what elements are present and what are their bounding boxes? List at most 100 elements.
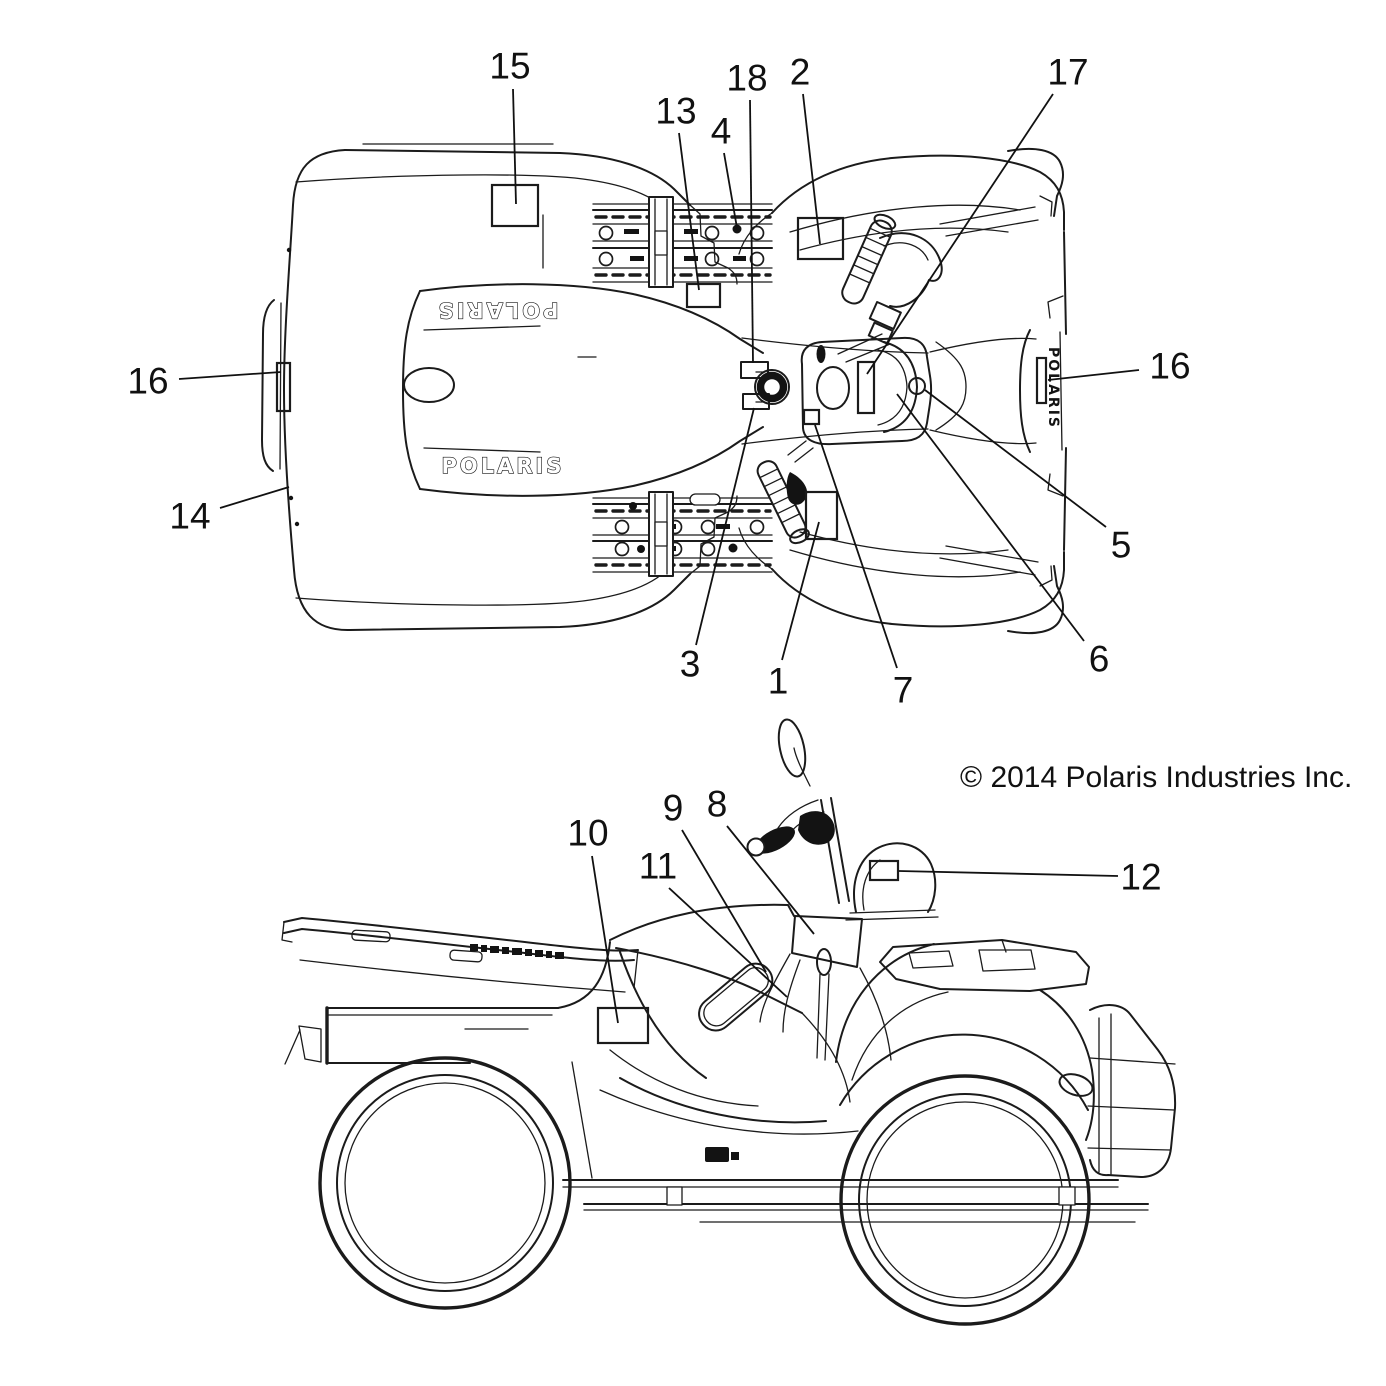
front-wheel-rim (858, 1093, 1072, 1307)
brake-housing (798, 811, 835, 845)
callout-16-leader (1047, 369, 1140, 381)
callout-9-label: 9 (663, 788, 684, 829)
front-wheel-rim-inner (866, 1101, 1064, 1299)
seat-line (423, 447, 541, 453)
front-bumper-polaris-logo: POLARIS (1045, 347, 1061, 429)
brush-guard (1089, 1004, 1177, 1178)
seat-front-cap (402, 290, 421, 490)
callout-16-leader (178, 371, 282, 380)
brake-lever (879, 232, 943, 308)
callout-1-label: 1 (768, 661, 789, 702)
callout-2-leader (802, 93, 821, 245)
fuel-cap (403, 367, 455, 403)
front-fender-arch (839, 1033, 1089, 1111)
atv-side-view (281, 718, 1177, 1326)
footwell-step-top (689, 204, 738, 285)
rack-micro-decal-text (470, 944, 564, 959)
front-rack (879, 939, 1090, 992)
side-body (557, 903, 892, 1135)
callout-11-leader (668, 887, 788, 998)
rack-rail-bottom (592, 491, 773, 577)
decal-17-target (856, 360, 876, 415)
rear-body-outline (283, 149, 691, 632)
rack-rail-top (592, 196, 773, 288)
hitch-bracket (740, 361, 790, 410)
side-rear-rack (281, 917, 639, 993)
seat-line (423, 325, 541, 331)
mirror (777, 718, 807, 778)
callout-13-label: 13 (655, 91, 696, 132)
decal-16-rear-target (275, 361, 292, 413)
atv-top-view: POLARIS POLARIS (261, 143, 1067, 635)
hitch-ring (756, 371, 788, 403)
front-wheel-tire (839, 1074, 1091, 1326)
glovebox-lid (883, 341, 918, 433)
callout-7-leader (814, 424, 898, 669)
side-steering (746, 718, 939, 921)
gauge-cluster (816, 366, 850, 410)
callout-3-leader (695, 407, 755, 646)
headlight (1058, 1073, 1094, 1097)
side-front-end (835, 939, 1177, 1178)
callout-14-leader (219, 486, 290, 509)
callout-4-label: 4 (711, 111, 732, 152)
callout-2-label: 2 (790, 52, 811, 93)
callout-8-leader (726, 825, 815, 935)
decal-4-target-dot (732, 224, 742, 234)
callout-12-label: 12 (1120, 857, 1161, 898)
callout-18-label: 18 (726, 58, 767, 99)
handlebar-lower (756, 440, 814, 545)
rear-wheel-tire (318, 1056, 572, 1310)
rear-rack-top-edge (344, 149, 561, 154)
seat-outline-top (419, 283, 764, 354)
decal-12-target (868, 859, 900, 882)
body-dot (294, 521, 300, 527)
callout-9-leader (681, 829, 767, 973)
windshield (853, 842, 937, 913)
rear-wheel-rim (336, 1074, 554, 1292)
side-rear-box (284, 1006, 593, 1179)
side-frame (562, 1147, 1149, 1223)
decal-7-target (802, 408, 821, 426)
callout-15-label: 15 (489, 46, 530, 87)
callout-16-label: 16 (1149, 346, 1190, 387)
shift-lever-knob (816, 948, 832, 976)
copyright-text: © 2014 Polaris Industries Inc. (960, 761, 1352, 794)
handlebar-end-knob (746, 837, 766, 857)
body-dot (286, 247, 292, 253)
callout-6-leader (896, 393, 1085, 642)
decal-2-target (796, 216, 845, 261)
callout-4-leader (723, 152, 738, 229)
callout-14-label: 14 (169, 496, 210, 537)
decal-1-target (804, 490, 839, 541)
rear-bumper-inner (279, 302, 282, 470)
ignition-key-slot (816, 345, 826, 363)
rear-bumper-strip (261, 299, 275, 472)
decal-10-target (596, 1006, 650, 1045)
callout-12-leader (898, 870, 1119, 877)
callout-16-label: 16 (127, 361, 168, 402)
instrument-pod (800, 336, 933, 446)
callout-6-label: 6 (1089, 639, 1110, 680)
rear-wheel-rim-inner (344, 1082, 546, 1284)
callout-18-leader (749, 99, 754, 364)
callout-10-leader (591, 855, 619, 1024)
polaris-logo: POLARIS (442, 454, 565, 478)
callout-5-leader (924, 389, 1107, 528)
hitch-ring-outer (754, 369, 790, 405)
callout-15-leader (512, 88, 517, 205)
callout-3-label: 3 (680, 644, 701, 685)
handlebar-upper (816, 213, 943, 363)
callout-8-label: 8 (707, 784, 728, 825)
seat-outline-bottom (419, 426, 764, 497)
callout-11-label: 11 (639, 846, 677, 887)
callout-1-leader (781, 521, 820, 661)
callout-17-leader (866, 93, 1054, 375)
body-dot (288, 495, 294, 501)
decal-16-front-target (1035, 356, 1048, 405)
callout-7-label: 7 (893, 670, 914, 711)
front-body: POLARIS (738, 147, 1067, 635)
callout-5-label: 5 (1111, 525, 1132, 566)
callout-13-leader (678, 132, 700, 291)
